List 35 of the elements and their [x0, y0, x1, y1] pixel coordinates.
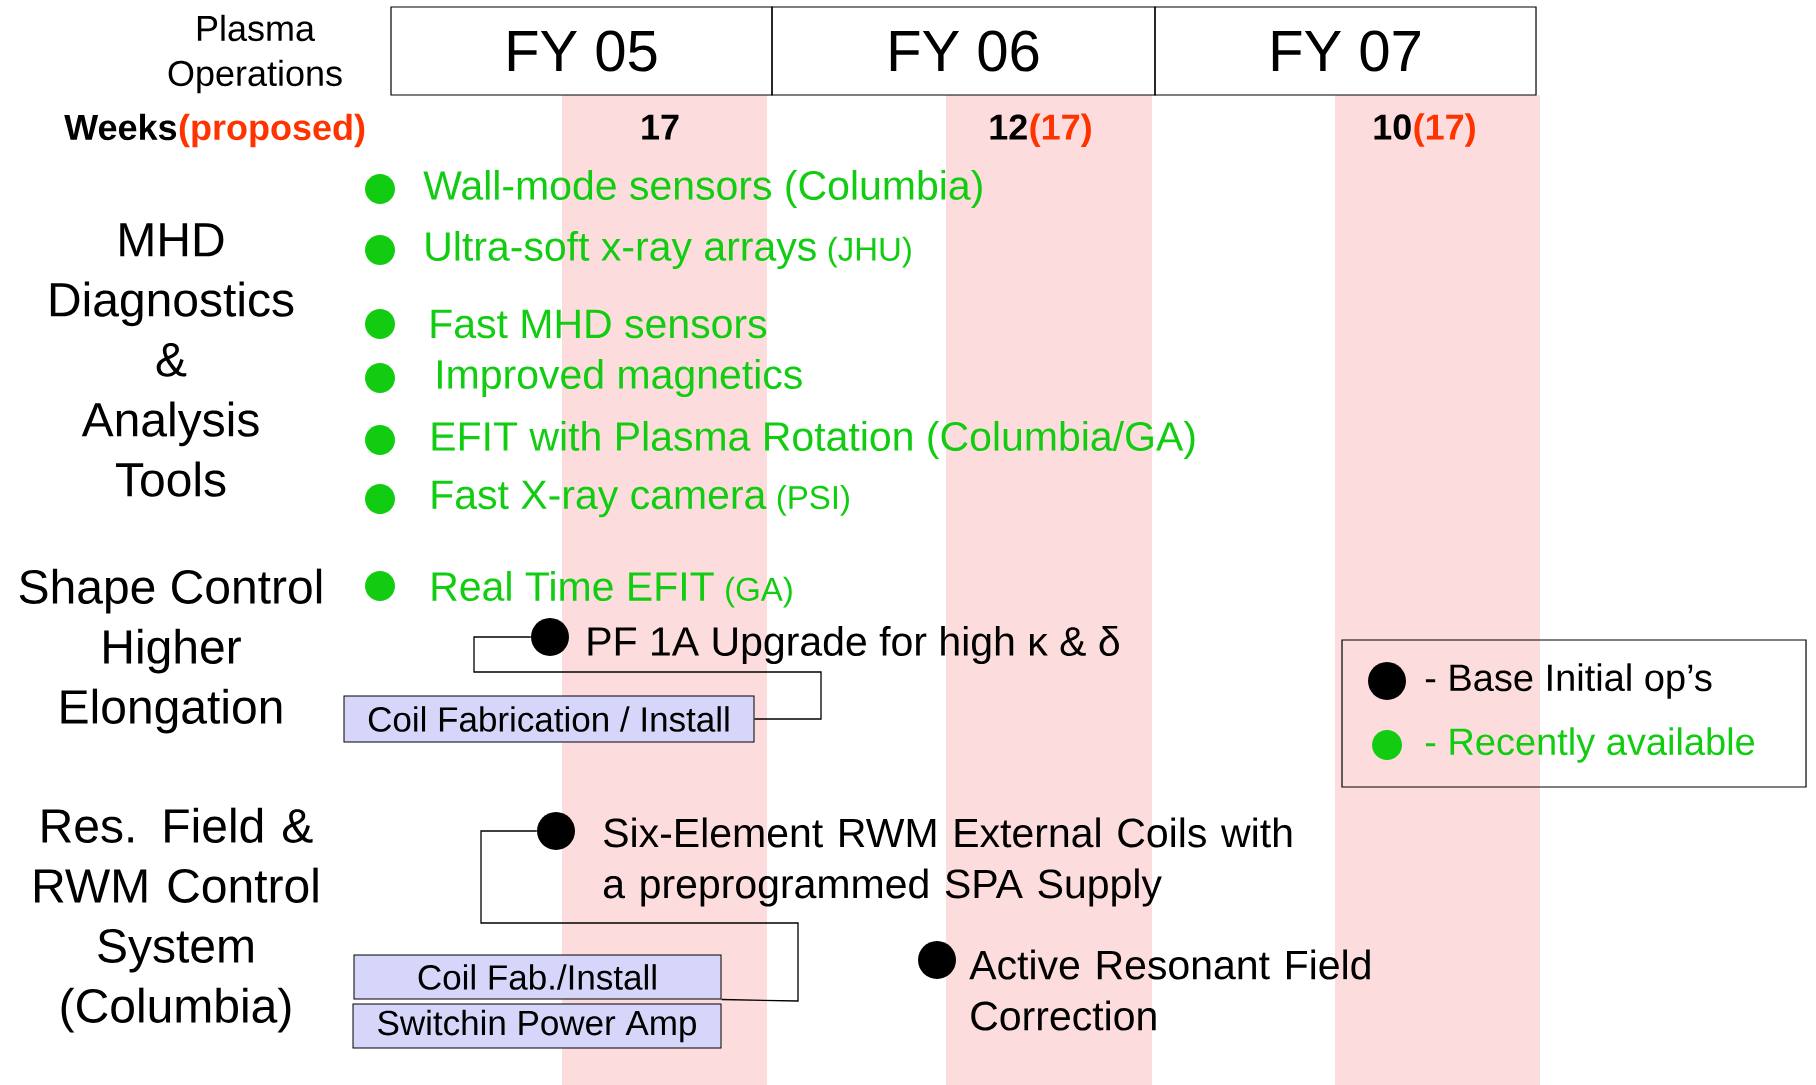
connector-line: [480, 830, 799, 1002]
label-text: Active Resonant Field Correction: [969, 949, 1370, 1031]
label-text: 17: [642, 114, 679, 140]
label-text: Six-Element RWM External Coils with a preprogrammed SPA Supply: [603, 817, 1292, 907]
label-text: MHD Diagnostics & Analysis Tools: [50, 223, 294, 497]
label-text: (JHU): [828, 236, 911, 268]
label-text: Ultra-soft x-ray arrays: [426, 230, 816, 270]
label-text: Res. Field & RWM Control System (Columbia): [35, 807, 318, 1033]
year-header-box: FY 07: [1154, 6, 1537, 96]
label-text: Plasma Operations: [168, 14, 342, 94]
bullet-dot: [531, 618, 569, 656]
task-box: Switchin Power Amp: [352, 1003, 722, 1049]
year-header-box: FY 05: [390, 6, 773, 96]
label-text: (PSI): [777, 484, 849, 516]
year-header-box: FY 06: [771, 6, 1156, 96]
label-text: Real Time EFIT: [432, 570, 714, 602]
bullet-dot: [537, 812, 575, 850]
task-box: Coil Fabrication / Install: [343, 695, 755, 743]
label-text: Improved magnetics: [438, 358, 802, 398]
label-text: Higher Elongation: [61, 628, 282, 734]
legend-text: - Recently available: [1425, 727, 1755, 763]
label-text: (17): [1030, 113, 1091, 148]
legend-text: - Base Initial op’s: [1425, 663, 1712, 699]
label-text: Weeks: [64, 113, 177, 141]
label-text: EFIT with Plasma Rotation (Columbia/GA): [432, 420, 1195, 460]
task-box: Coil Fab./Install: [353, 954, 722, 1000]
label-text: (GA): [726, 576, 792, 608]
label-text: PF 1A Upgrade for high κ & δ: [588, 625, 1119, 665]
label-text: Fast X-ray camera: [432, 480, 767, 518]
bullet-dot: [918, 941, 956, 979]
label-text: Wall-mode sensors (Columbia): [423, 169, 982, 209]
label-text: Fast MHD sensors: [431, 309, 767, 339]
connector-line: [473, 636, 822, 720]
label-text: (proposed): [179, 113, 365, 148]
label-text: Shape Control: [19, 568, 322, 614]
